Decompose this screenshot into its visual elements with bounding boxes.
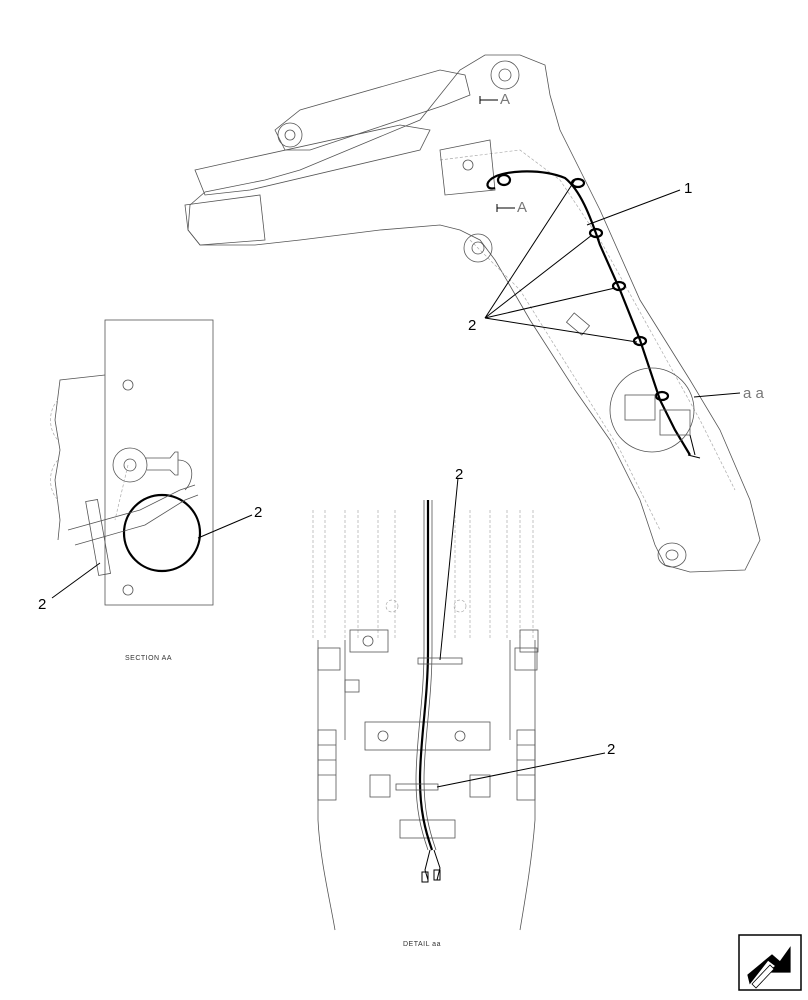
detail-caption: DETAIL aa xyxy=(403,941,441,948)
callout-clamp-main: 2 xyxy=(468,317,476,334)
callout-clamp-section-right: 2 xyxy=(254,504,262,521)
callout-clamp-detail-top: 2 xyxy=(455,466,463,483)
callout-clamp-detail-bottom: 2 xyxy=(607,741,615,758)
detail-aa-view: 2 2 DETAIL aa xyxy=(312,466,615,948)
section-arrow-lower-label: A xyxy=(517,199,527,216)
section-caption: SECTION AA xyxy=(125,655,172,662)
detail-reference-label: a a xyxy=(743,385,765,402)
callout-hose-assembly: 1 xyxy=(684,180,692,197)
callout-clamp-section-left: 2 xyxy=(38,596,46,613)
boom-arm-main-view: A A 1 2 a a xyxy=(184,54,765,573)
section-aa-view: 2 2 SECTION AA xyxy=(38,319,262,662)
next-page-arrow-icon[interactable] xyxy=(738,934,802,991)
section-arrow-upper-label: A xyxy=(500,91,510,108)
